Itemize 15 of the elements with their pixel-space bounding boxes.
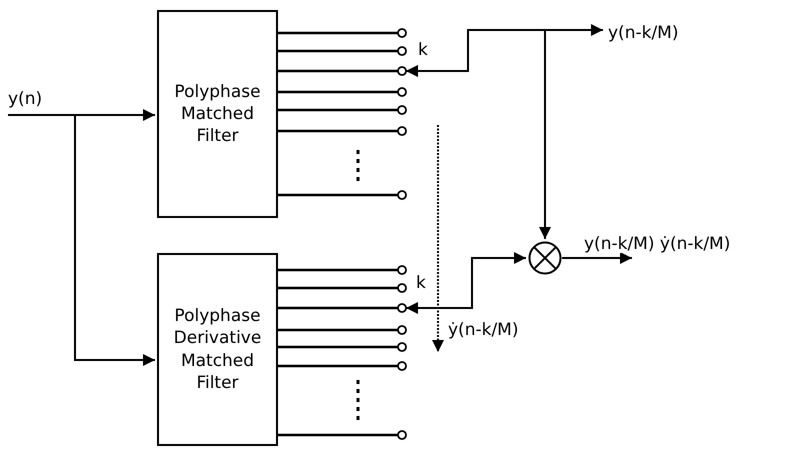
arrow (8, 109, 155, 121)
arrow (562, 252, 632, 264)
process-box (157, 253, 278, 446)
tap-index-label: k (418, 42, 428, 59)
signal-label: y(n-k/M) (608, 22, 708, 44)
tap-index-label: k (416, 275, 426, 292)
process-box (157, 10, 278, 218)
arrow (406, 29, 551, 239)
multiplier-symbol (528, 241, 562, 275)
signal-label: y(n) (8, 88, 52, 110)
arrow (406, 252, 526, 314)
box-label: Polyphase Derivative Matched Filter (172, 305, 262, 394)
box-label: Polyphase Matched Filter (173, 80, 262, 148)
signal-label: ẏ(n-k/M) (448, 322, 518, 339)
arrow (74, 115, 155, 366)
